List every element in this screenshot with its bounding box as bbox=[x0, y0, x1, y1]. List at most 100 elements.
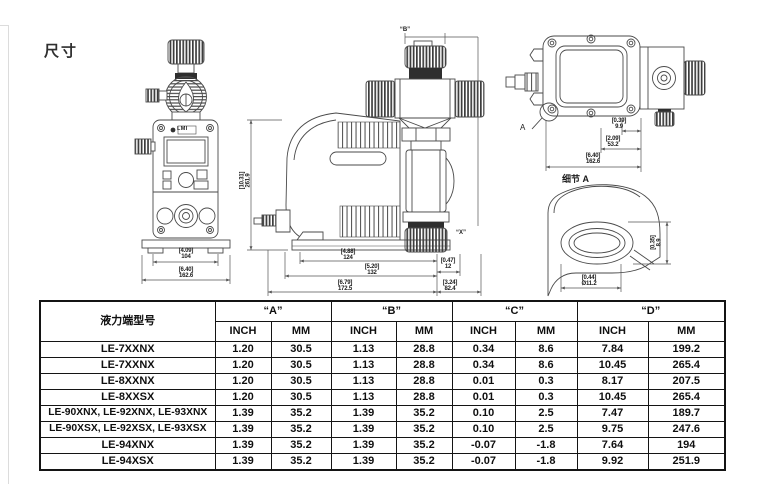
value-cell: 35.2 bbox=[270, 421, 332, 438]
value-cell: 0.10 bbox=[451, 421, 516, 438]
value-cell: 189.7 bbox=[647, 405, 726, 422]
value-cell: 8.6 bbox=[514, 341, 578, 358]
table-group-header-row: 液力端型号 “A” “B” “C” “D” bbox=[39, 300, 726, 342]
value-cell: 0.01 bbox=[451, 389, 516, 406]
value-cell: 194 bbox=[647, 437, 726, 454]
unit-header-inch: INCH bbox=[576, 321, 649, 342]
dim-label-slot-height: [0.35]8.9 bbox=[650, 235, 663, 250]
value-cell: 8.6 bbox=[514, 357, 578, 374]
value-cell: 0.01 bbox=[451, 373, 516, 390]
value-cell: 30.5 bbox=[270, 389, 332, 406]
brand-logo-text: LMI bbox=[177, 126, 188, 132]
value-cell: 9.92 bbox=[576, 453, 649, 471]
detail-view-title: 细节 A bbox=[562, 174, 590, 184]
value-cell: 1.39 bbox=[214, 421, 272, 438]
value-cell: 1.20 bbox=[214, 373, 272, 390]
mounting-slot-detail-drawing bbox=[547, 184, 661, 297]
value-cell: 247.6 bbox=[647, 421, 726, 438]
group-header-b: “B” bbox=[330, 300, 453, 322]
value-cell: -0.07 bbox=[451, 453, 516, 471]
pump-side-view-drawing bbox=[253, 40, 485, 253]
value-cell: 1.20 bbox=[214, 389, 272, 406]
unit-header-inch: INCH bbox=[214, 321, 272, 342]
value-cell: 35.2 bbox=[270, 405, 332, 422]
model-cell: LE-7XXNX bbox=[39, 357, 216, 374]
value-cell: 1.20 bbox=[214, 341, 272, 358]
unit-header-mm: MM bbox=[647, 321, 726, 342]
value-cell: 35.2 bbox=[270, 453, 332, 471]
dim-label-top-d3: [6.40]162.6 bbox=[585, 153, 601, 165]
value-cell: 7.64 bbox=[576, 437, 649, 454]
value-cell: 10.45 bbox=[576, 357, 649, 374]
value-cell: 30.5 bbox=[270, 341, 332, 358]
page-edge-horizontal bbox=[0, 25, 9, 26]
unit-header-inch: INCH bbox=[451, 321, 516, 342]
value-cell: 28.8 bbox=[395, 341, 453, 358]
value-cell: 251.9 bbox=[647, 453, 726, 471]
dim-label-side-height: [10.31]261.9 bbox=[239, 171, 252, 190]
model-cell: LE-94XSX bbox=[39, 453, 216, 471]
value-cell: 1.13 bbox=[330, 373, 397, 390]
value-cell: 265.4 bbox=[647, 357, 726, 374]
value-cell: 1.13 bbox=[330, 341, 397, 358]
model-column-header: 液力端型号 bbox=[39, 300, 216, 342]
value-cell: 1.39 bbox=[330, 453, 397, 471]
page-title: 尺寸 bbox=[44, 43, 79, 60]
unit-header-mm: MM bbox=[395, 321, 453, 342]
value-cell: 1.13 bbox=[330, 357, 397, 374]
pump-front-view-drawing bbox=[134, 39, 231, 254]
value-cell: 10.45 bbox=[576, 389, 649, 406]
value-cell: 1.39 bbox=[214, 437, 272, 454]
dim-label-side-depth1: [4.88]124 bbox=[340, 249, 356, 261]
value-cell: 0.34 bbox=[451, 341, 516, 358]
group-header-c: “C” bbox=[451, 300, 578, 322]
dim-label-side-total-left: [6.79]172.5 bbox=[337, 280, 353, 292]
dim-label-slot-width: [0.44]Ø11.2 bbox=[581, 275, 597, 287]
dim-label-front-width: [4.09]104 bbox=[178, 248, 194, 260]
detail-callout-letter: A bbox=[520, 123, 526, 132]
value-cell: 265.4 bbox=[647, 389, 726, 406]
dimension-lines bbox=[141, 33, 671, 296]
value-cell: 2.5 bbox=[514, 421, 578, 438]
model-cell: LE-90XNX, LE-92XNX, LE-93XNX bbox=[39, 405, 216, 422]
dim-label-side-depth2: [5.20]132 bbox=[364, 264, 380, 276]
value-cell: 35.2 bbox=[395, 405, 453, 422]
dimension-table: 液力端型号 “A” “B” “C” “D” INCH MM INCH MM IN… bbox=[39, 300, 726, 471]
page-edge-vertical bbox=[8, 25, 9, 484]
model-cell: LE-8XXSX bbox=[39, 389, 216, 406]
value-cell: -0.07 bbox=[451, 437, 516, 454]
value-cell: 0.3 bbox=[514, 389, 578, 406]
pump-top-view-drawing bbox=[505, 34, 706, 130]
value-cell: 8.17 bbox=[576, 373, 649, 390]
table-unit-header-row: INCH MM INCH MM INCH MM INCH MM bbox=[40, 321, 726, 342]
dim-label-front-base: [6.40]162.6 bbox=[178, 267, 194, 279]
value-cell: 2.5 bbox=[514, 405, 578, 422]
dim-label-side-total-right: [3.24]82.4 bbox=[442, 280, 458, 292]
value-cell: 0.10 bbox=[451, 405, 516, 422]
group-header-a: “A” bbox=[214, 300, 332, 322]
value-cell: 1.39 bbox=[330, 405, 397, 422]
dim-mark-b: “B” bbox=[399, 27, 411, 33]
value-cell: 35.2 bbox=[395, 421, 453, 438]
group-header-d: “D” bbox=[576, 300, 726, 322]
value-cell: 7.84 bbox=[576, 341, 649, 358]
value-cell: 199.2 bbox=[647, 341, 726, 358]
value-cell: 30.5 bbox=[270, 373, 332, 390]
dim-label-side-offset: [0.47]12 bbox=[440, 258, 456, 270]
dim-mark-x: “X” bbox=[455, 230, 466, 236]
value-cell: 35.2 bbox=[270, 437, 332, 454]
value-cell: 207.5 bbox=[647, 373, 726, 390]
value-cell: -1.8 bbox=[514, 453, 578, 471]
value-cell: 9.75 bbox=[576, 421, 649, 438]
unit-header-mm: MM bbox=[270, 321, 332, 342]
dim-label-top-d1: [0.39]9.9 bbox=[611, 118, 627, 130]
unit-header-mm: MM bbox=[514, 321, 578, 342]
